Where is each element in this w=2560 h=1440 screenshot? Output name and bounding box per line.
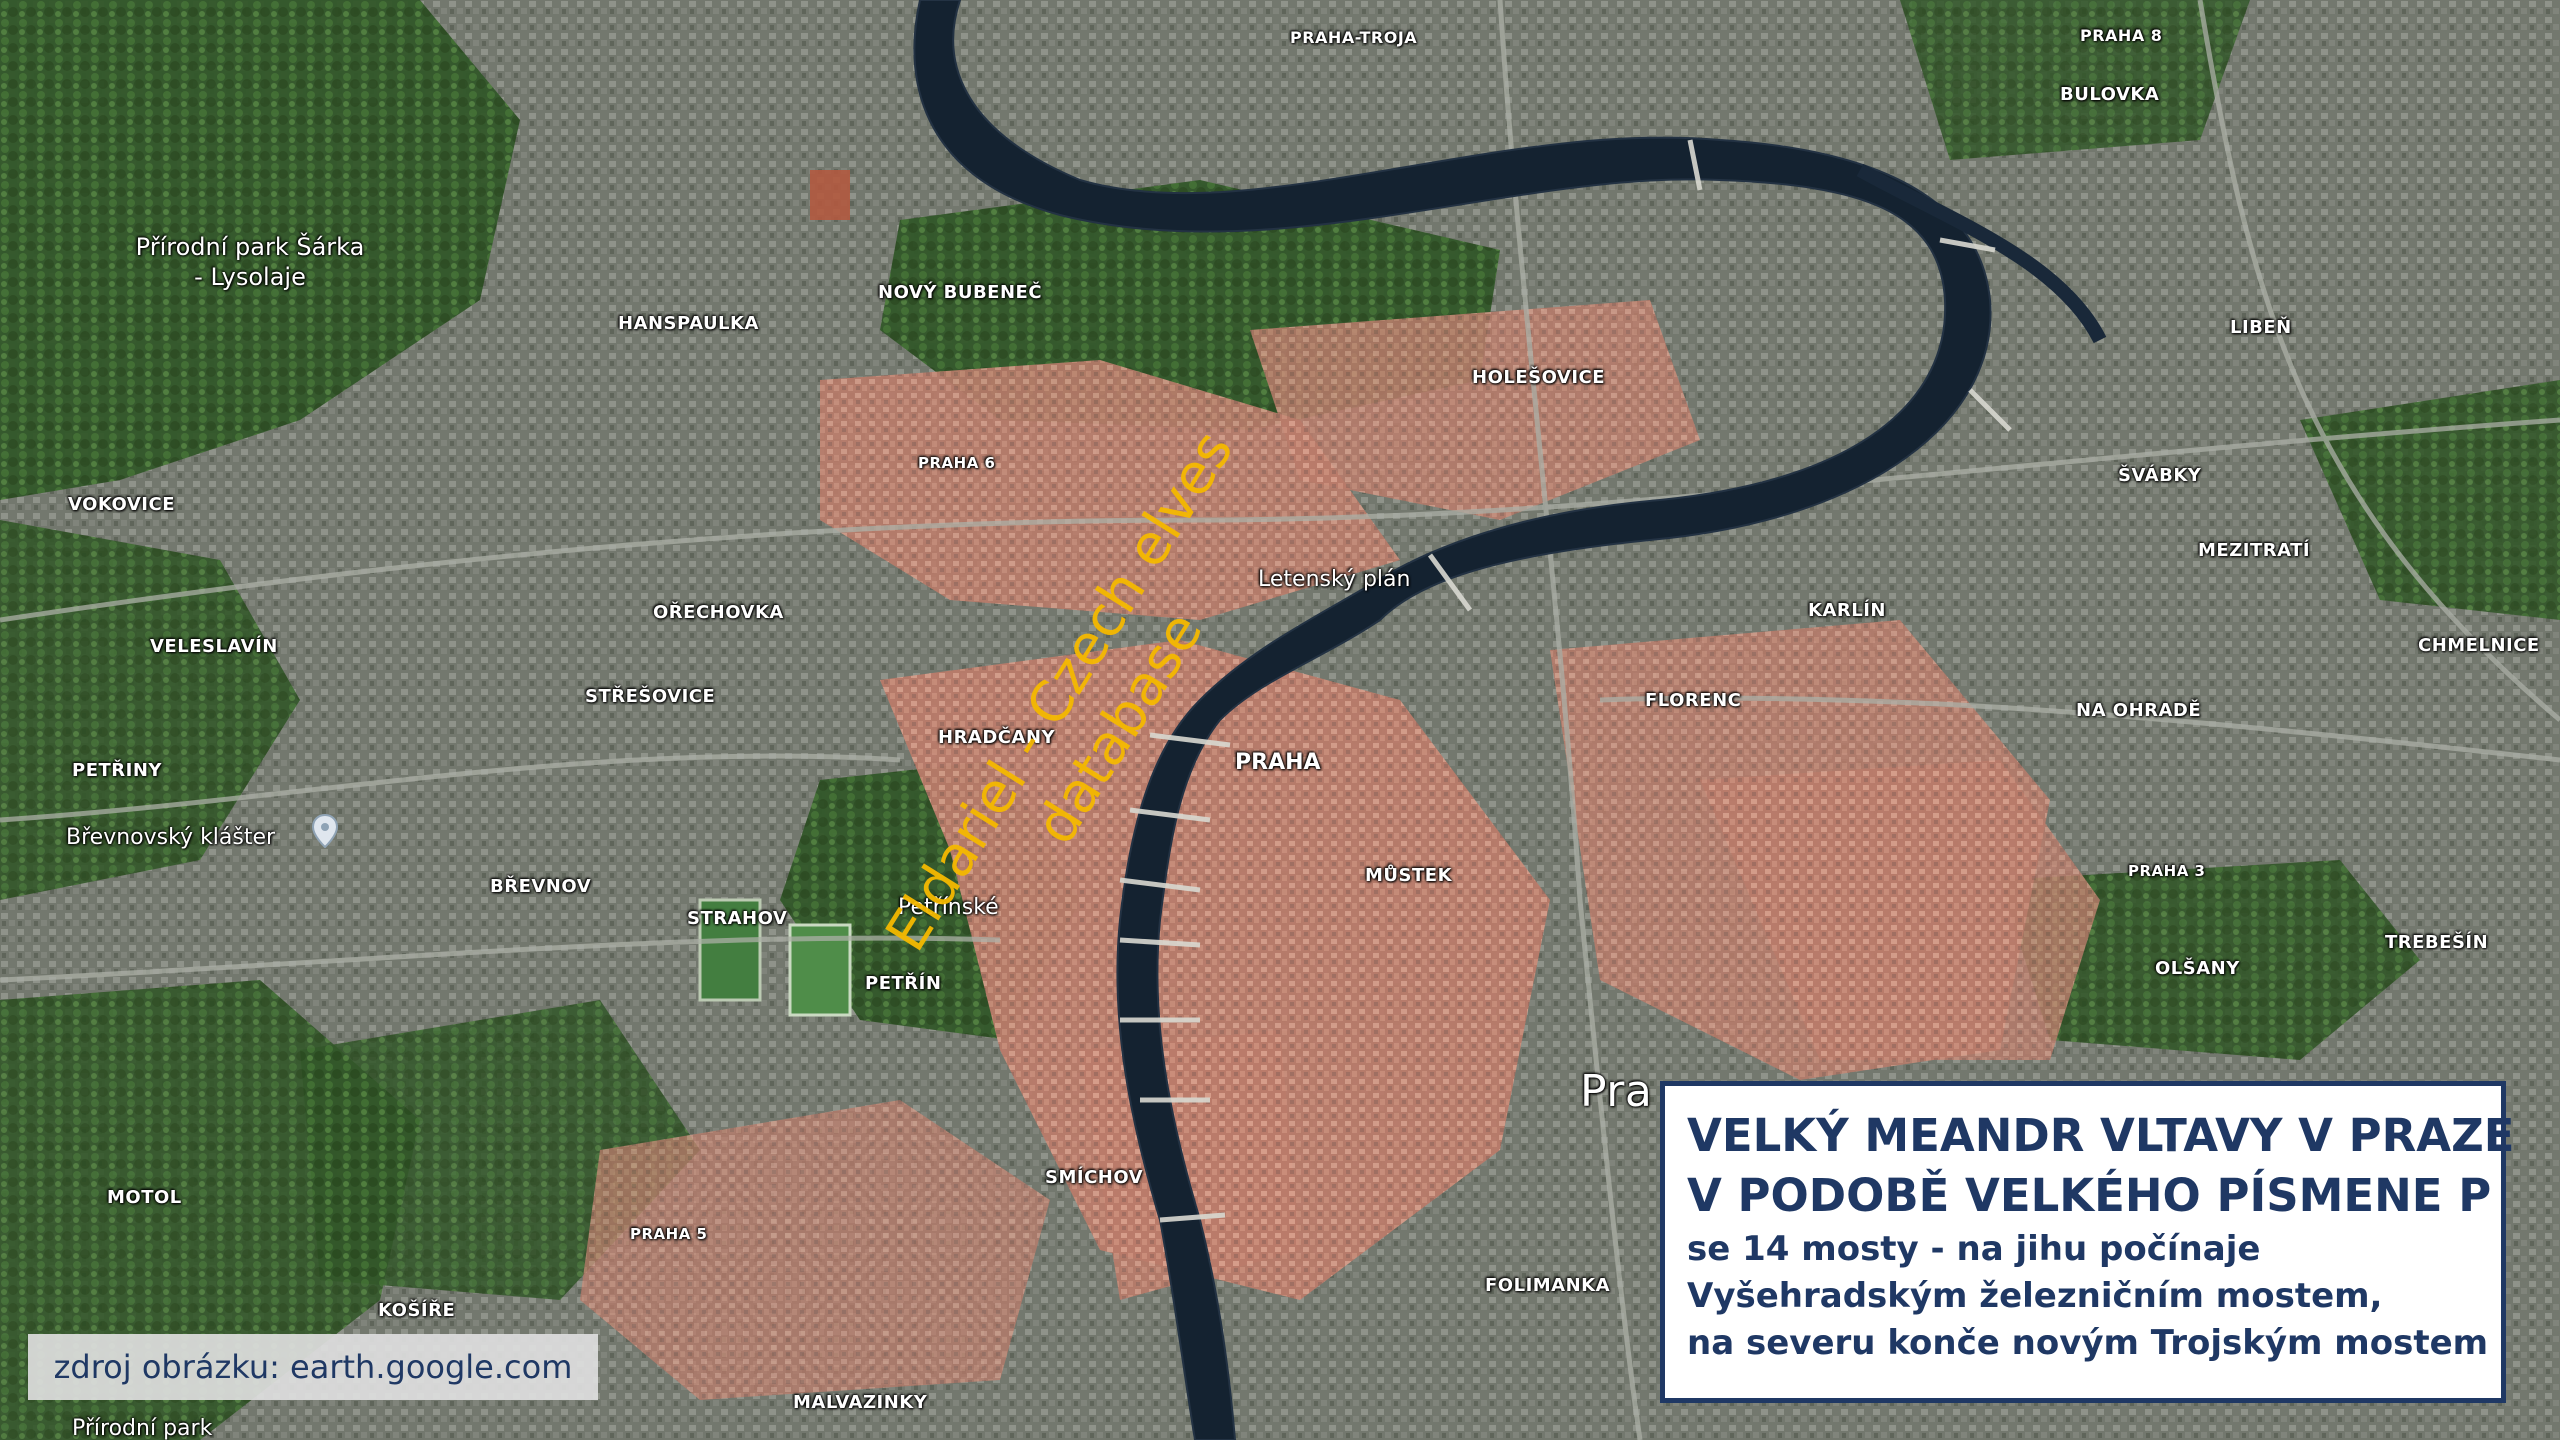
label-orechovka: OŘECHOVKA [653, 602, 784, 623]
subtitle-line-1: se 14 mosty - na jihu počínaje [1687, 1229, 2261, 1269]
label-petrinske: Petřínské [898, 895, 999, 920]
label-strahov: STRAHOV [687, 908, 788, 929]
label-veleslavin: VELESLAVÍN [150, 636, 278, 657]
label-olsany: OLŠANY [2155, 958, 2240, 979]
label-praha-8: PRAHA 8 [2080, 26, 2163, 45]
label-smichov: SMÍCHOV [1045, 1167, 1144, 1188]
label-na-ohrade: NA OHRADĚ [2076, 700, 2202, 721]
label-praha-6: PRAHA 6 [918, 454, 996, 472]
label-karlin: KARLÍN [1808, 600, 1886, 621]
title-line-2: V PODOBĚ VELKÉHO PÍSMENE P [1687, 1169, 2492, 1222]
label-svabky: ŠVÁBKY [2118, 465, 2202, 486]
label-prirodni-park-bottom: Přírodní park [72, 1416, 213, 1440]
label-praha-troja: PRAHA-TROJA [1290, 28, 1418, 47]
location-pin-icon[interactable] [311, 813, 339, 849]
label-vokovice: VOKOVICE [68, 494, 176, 515]
label-bulovka: BULOVKA [2060, 84, 2160, 105]
label-liben: LIBEŇ [2230, 317, 2292, 338]
label-florenc: FLORENC [1645, 690, 1742, 711]
title-line-1: VELKÝ MEANDR VLTAVY V PRAZE [1687, 1109, 2515, 1162]
title-box: VELKÝ MEANDR VLTAVY V PRAZE V PODOBĚ VEL… [1660, 1081, 2515, 1403]
label-kosire: KOŠÍŘE [378, 1300, 456, 1321]
label-praha-center: PRAHA [1235, 750, 1321, 775]
label-praha-partial: Pra [1580, 1066, 1653, 1117]
label-petriny: PETŘINY [72, 760, 162, 781]
label-prirodni-park: Přírodní park Šárka - Lysolaje [135, 233, 365, 291]
label-mezitrati: MEZITRATÍ [2198, 540, 2311, 561]
label-folimanka: FOLIMANKA [1485, 1275, 1611, 1296]
label-brevnov: BŘEVNOV [490, 876, 592, 897]
label-praha-5: PRAHA 5 [630, 1225, 708, 1243]
label-trebesin: TREBEŠÍN [2385, 932, 2489, 953]
label-mustek: MŮSTEK [1365, 865, 1453, 886]
label-novy-bubenec: NOVÝ BUBENEČ [878, 282, 1043, 303]
label-petrin: PETŘÍN [865, 973, 942, 994]
label-holesovice: HOLEŠOVICE [1472, 367, 1606, 388]
label-brevnovsky-klaster: Břevnovský klášter [66, 825, 276, 850]
label-malvazinky: MALVAZINKY [793, 1392, 928, 1413]
label-letensky-plan: Letenský plán [1258, 567, 1411, 592]
subtitle-line-3: na severu konče novým Trojským mostem [1687, 1323, 2489, 1363]
source-text: zdroj obrázku: earth.google.com [53, 1348, 573, 1386]
label-chmelnice: CHMELNICE [2418, 635, 2540, 656]
label-hradcany: HRADČANY [938, 727, 1056, 748]
label-motol: MOTOL [107, 1187, 182, 1208]
label-praha-3: PRAHA 3 [2128, 862, 2206, 880]
subtitle-line-2: Vyšehradským železničním mostem, [1687, 1276, 2383, 1316]
source-box: zdroj obrázku: earth.google.com [28, 1334, 598, 1400]
label-stresovice: STŘEŠOVICE [585, 686, 716, 707]
label-hanspaulka: HANSPAULKA [618, 313, 759, 334]
